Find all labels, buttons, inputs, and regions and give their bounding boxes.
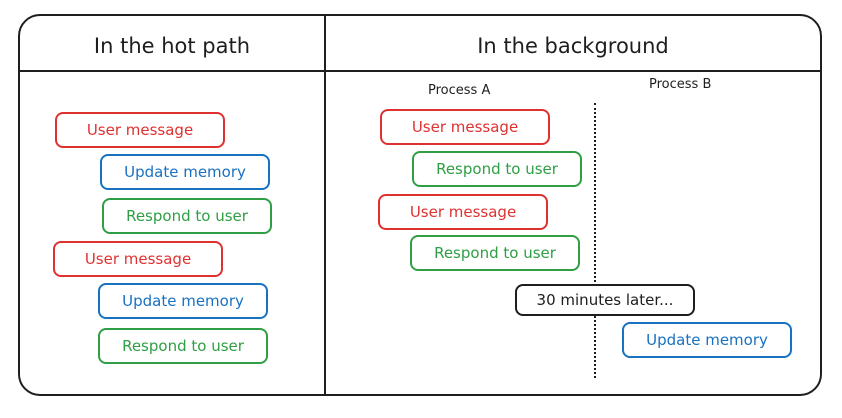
header-hot-path: In the hot path bbox=[93, 34, 251, 58]
process-divider bbox=[594, 103, 596, 378]
hot-path-step: Respond to user bbox=[98, 328, 268, 364]
hot-path-step: User message bbox=[55, 112, 225, 148]
hot-path-step: User message bbox=[53, 241, 223, 277]
column-divider bbox=[324, 14, 326, 396]
hot-path-step: Respond to user bbox=[102, 198, 272, 234]
process-a-step: Respond to user bbox=[410, 235, 580, 271]
process-a-label: Process A bbox=[428, 83, 491, 98]
diagram-frame bbox=[18, 14, 822, 396]
process-a-step: User message bbox=[378, 194, 548, 230]
process-a-step: User message bbox=[380, 109, 550, 145]
delay-note: 30 minutes later... bbox=[515, 284, 695, 316]
process-a-step: Respond to user bbox=[412, 151, 582, 187]
process-b-label: Process B bbox=[649, 77, 712, 92]
header-divider bbox=[18, 70, 822, 72]
hot-path-step: Update memory bbox=[98, 283, 268, 319]
process-b-step: Update memory bbox=[622, 322, 792, 358]
header-background: In the background bbox=[477, 34, 669, 58]
hot-path-step: Update memory bbox=[100, 154, 270, 190]
